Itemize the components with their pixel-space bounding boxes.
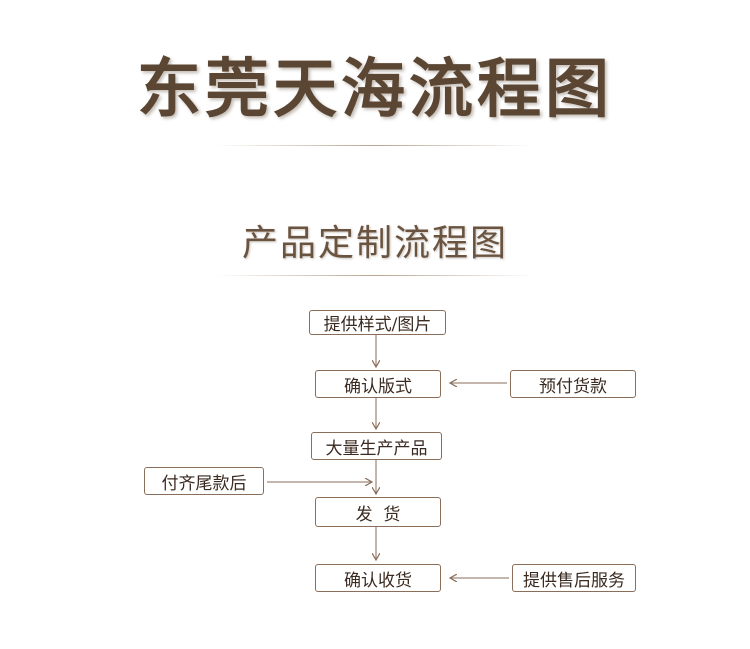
side-final-payment: 付齐尾款后: [144, 467, 264, 495]
title-divider: [215, 145, 535, 146]
side-prepay: 预付货款: [510, 370, 636, 398]
step-provide-sample: 提供样式/图片: [309, 310, 446, 335]
step-confirm-receipt: 确认收货: [315, 564, 441, 592]
step-mass-production: 大量生产产品: [311, 432, 442, 460]
section-title: 产品定制流程图: [241, 223, 508, 264]
step-confirm-layout: 确认版式: [315, 370, 441, 398]
side-after-sales: 提供售后服务: [512, 564, 636, 592]
page-title: 东莞天海流程图: [137, 52, 613, 127]
section-divider: [215, 275, 535, 276]
step-shipping: 发 货: [315, 497, 441, 527]
